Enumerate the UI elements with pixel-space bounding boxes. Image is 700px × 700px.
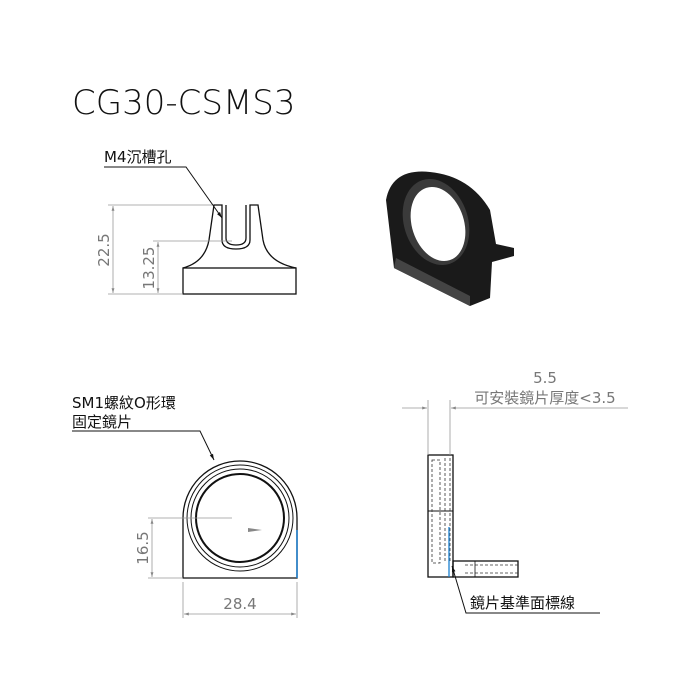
dim-thickness: 5.5 xyxy=(533,369,557,387)
lens-thickness-note: 可安裝鏡片厚度<3.5 xyxy=(474,389,615,407)
callout-oring-line1: SM1螺紋O形環 xyxy=(72,394,176,412)
top-view: 22.5 13.25 M4沉槽孔 xyxy=(95,148,297,295)
isometric-view xyxy=(386,171,514,306)
dim-center-height: 16.5 xyxy=(134,531,152,564)
callout-reference-line: 鏡片基準面標線 xyxy=(470,594,575,612)
front-view: 16.5 28.4 SM1螺紋O形環 固定鏡片 xyxy=(72,394,298,618)
dim-width: 28.4 xyxy=(223,595,256,613)
callout-oring-line2: 固定鏡片 xyxy=(72,413,132,431)
dim-total-height: 22.5 xyxy=(95,233,113,266)
side-view: 5.5 可安裝鏡片厚度<3.5 鏡片基準面標線 xyxy=(402,369,628,614)
dim-slot-height: 13.25 xyxy=(140,247,158,290)
drawing-title: CG30-CSMS3 xyxy=(72,83,296,123)
callout-m4-slot: M4沉槽孔 xyxy=(104,148,172,166)
